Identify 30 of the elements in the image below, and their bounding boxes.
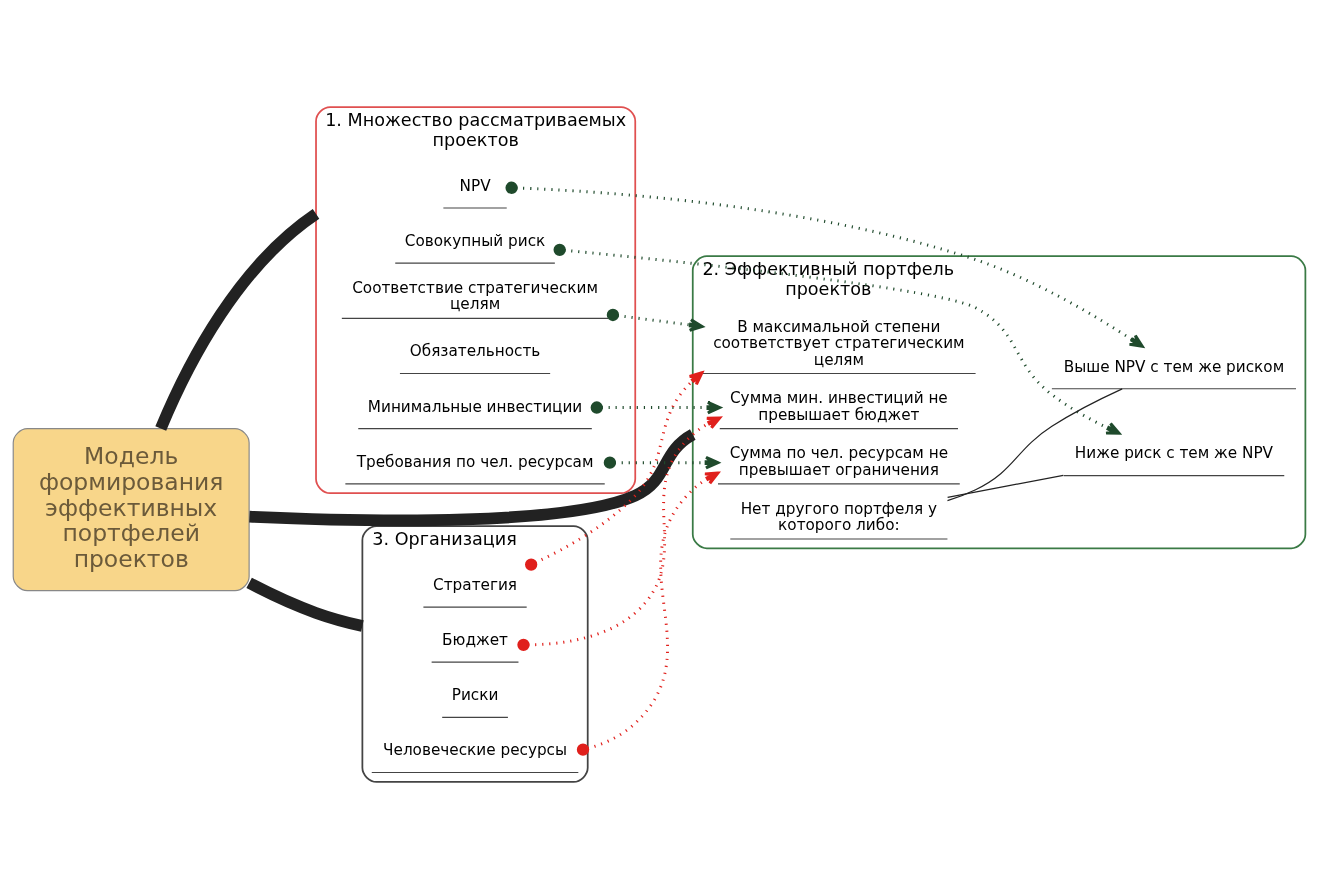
node-text: Обязательность bbox=[409, 341, 541, 360]
node-text: Соответствие стратегическим целям bbox=[352, 278, 598, 313]
node-text: Нет другого портфеля у которого либо: bbox=[740, 499, 938, 534]
arrow bbox=[590, 400, 722, 414]
connector bbox=[946, 387, 1123, 501]
node-text: Сумма по чел. ресурсам не превышает ограничения bbox=[729, 443, 949, 479]
node-text: Риски bbox=[451, 685, 499, 704]
connector bbox=[249, 429, 696, 526]
node-text: Совокупный риск bbox=[404, 231, 546, 250]
arrow bbox=[517, 415, 722, 651]
node-text: Требования по чел. ресурсам bbox=[356, 452, 594, 471]
connector bbox=[947, 474, 1064, 498]
connector bbox=[155, 208, 320, 431]
arrow bbox=[505, 181, 1144, 348]
node-text: Человеческие ресурсы bbox=[383, 740, 568, 759]
node-text: Стратегия bbox=[433, 575, 518, 594]
node-text: В максимальной степени соответствует стратегическим целям bbox=[713, 317, 965, 369]
node-text: Выше NPV с тем же риском bbox=[1063, 357, 1285, 376]
arrow bbox=[606, 308, 704, 332]
arrow bbox=[603, 455, 720, 469]
node-text: Ниже риск с тем же NPV bbox=[1074, 443, 1274, 462]
arrow bbox=[553, 243, 1121, 435]
node-text: Минимальные инвестиции bbox=[367, 397, 583, 416]
arrow bbox=[576, 471, 720, 756]
connector bbox=[246, 577, 364, 632]
node-text: NPV bbox=[459, 176, 491, 195]
arrow bbox=[525, 370, 704, 571]
node-text: Бюджет bbox=[442, 630, 508, 649]
node-text: Сумма мин. инвестиций не превышает бюджет bbox=[729, 388, 948, 424]
node-box: Модель формирования эффективных портфелей проектов bbox=[12, 427, 250, 591]
